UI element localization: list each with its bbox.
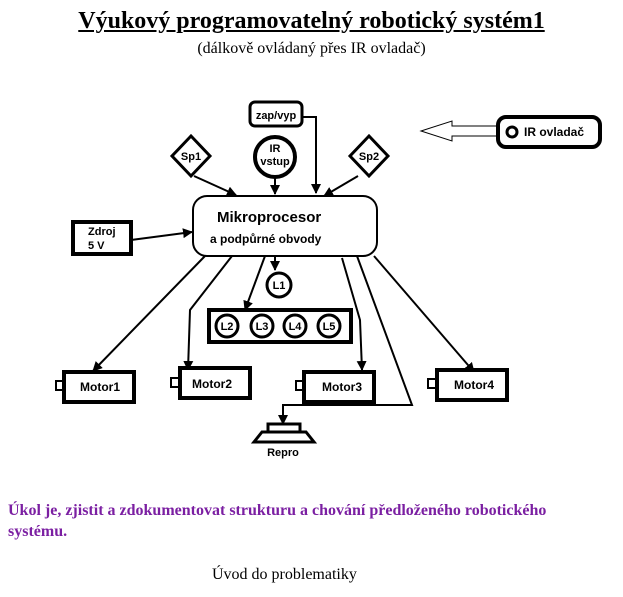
power-supply-box xyxy=(71,220,133,256)
mcu-label-1: Mikroprocesor xyxy=(217,209,321,226)
ir-input-label-2: vstup xyxy=(260,156,290,168)
led-l3 xyxy=(249,313,275,339)
ir-remote-box xyxy=(496,115,602,149)
task-description: Úkol je, zjistit a zdokumentovat struktu… xyxy=(8,502,547,540)
wire-mcu-to-leds xyxy=(243,255,266,311)
motor-4: Motor4 xyxy=(427,368,509,402)
wire-power-to-mcu xyxy=(130,228,193,241)
led-l5-label: L5 xyxy=(323,321,336,333)
sensor-sp1-label: Sp1 xyxy=(181,151,201,163)
motor-2-box xyxy=(178,366,252,400)
mcu-label-2: a podpůrné obvody xyxy=(210,232,322,246)
ir-input-circle xyxy=(253,135,297,179)
speaker-icon xyxy=(250,422,318,444)
motor-3-label: Motor3 xyxy=(322,380,362,394)
intro-link: Úvod do problematiky xyxy=(212,566,357,583)
led-l1 xyxy=(265,271,293,299)
power-switch-box xyxy=(248,100,304,128)
motor-2: Motor2 xyxy=(170,366,252,400)
power-supply-label-1: Zdroj xyxy=(88,226,116,238)
speaker-cone xyxy=(250,430,318,444)
page-subtitle: (dálkově ovládaný přes IR ovladač) xyxy=(197,40,426,57)
ir-input-label-1: IR xyxy=(270,143,281,155)
wire-mcu-to-speaker xyxy=(278,255,414,425)
wire-mcu-to-motor3 xyxy=(341,257,367,371)
led-l2-label: L2 xyxy=(221,321,234,333)
power-switch-label: zap/vyp xyxy=(256,110,297,122)
motor-2-label: Motor2 xyxy=(192,377,232,391)
page-title: Výukový programovatelný robotický systém… xyxy=(78,8,545,34)
ir-remote-led-icon xyxy=(505,125,519,139)
led-l4-label: L4 xyxy=(289,321,303,333)
wire-mcu-to-motor2 xyxy=(183,255,233,371)
led-l4 xyxy=(282,313,308,339)
led-l2 xyxy=(214,313,240,339)
motor-1-label: Motor1 xyxy=(80,380,120,394)
wire-mcu-to-motor4 xyxy=(373,255,475,373)
mcu-box xyxy=(192,195,378,257)
sensor-sp1-shape xyxy=(169,133,213,179)
power-supply-label-2: 5 V xyxy=(88,240,105,252)
motor-3: Motor3 xyxy=(295,370,376,404)
ir-remote-label: IR ovladač xyxy=(524,125,584,139)
speaker-label: Repro xyxy=(267,447,299,459)
wire-switch-to-mcu xyxy=(302,116,321,194)
motor-1: Motor1 xyxy=(55,370,136,404)
led-l5 xyxy=(316,313,342,339)
wire-sp2-to-mcu xyxy=(323,175,359,197)
wire-sp1-to-mcu xyxy=(193,175,237,196)
motor-1-box xyxy=(62,370,136,404)
ir-signal-arrow-icon xyxy=(419,120,499,142)
sensor-sp2-label: Sp2 xyxy=(359,151,379,163)
wire-mcu-to-motor1 xyxy=(92,255,206,372)
led-l1-label: L1 xyxy=(273,280,286,292)
motor-4-box xyxy=(435,368,509,402)
sensor-sp2-shape xyxy=(347,133,391,179)
motor-4-label: Motor4 xyxy=(454,378,494,392)
motor-3-box xyxy=(302,370,376,404)
led-l3-label: L3 xyxy=(256,321,269,333)
